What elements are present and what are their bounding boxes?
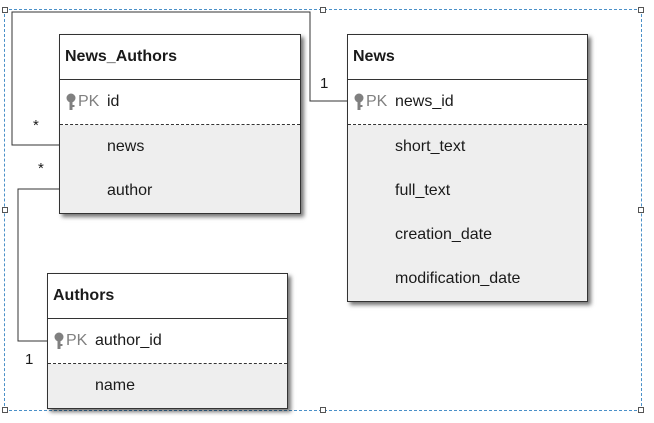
pk-label: PK bbox=[366, 93, 388, 110]
multiplicity-label: 1 bbox=[25, 351, 34, 368]
field-list: news author bbox=[60, 125, 300, 213]
field-row[interactable]: modification_date bbox=[395, 270, 521, 287]
primary-key-row[interactable]: PK id bbox=[60, 80, 300, 125]
field-row[interactable]: creation_date bbox=[395, 226, 492, 243]
table-title[interactable]: News bbox=[348, 35, 587, 80]
primary-key-row[interactable]: PK author_id bbox=[48, 319, 287, 364]
resize-handle-top-left[interactable] bbox=[2, 7, 8, 13]
resize-handle-right[interactable] bbox=[638, 207, 644, 213]
field-row[interactable]: news bbox=[107, 138, 145, 155]
field-row[interactable]: author bbox=[107, 182, 153, 199]
pk-label: PK bbox=[78, 93, 100, 110]
resize-handle-bottom-left[interactable] bbox=[2, 407, 8, 413]
key-icon bbox=[66, 93, 76, 110]
pk-field-name: author_id bbox=[95, 332, 162, 349]
key-icon bbox=[354, 93, 364, 110]
resize-handle-bottom[interactable] bbox=[320, 407, 326, 413]
relationship-line-author bbox=[17, 188, 60, 342]
field-list: name bbox=[48, 364, 287, 408]
field-row[interactable]: full_text bbox=[395, 182, 451, 199]
resize-handle-top[interactable] bbox=[320, 7, 326, 13]
table-authors[interactable]: Authors PK author_id name bbox=[47, 273, 288, 409]
table-title[interactable]: Authors bbox=[48, 274, 287, 319]
table-title[interactable]: News_Authors bbox=[60, 35, 300, 80]
relationship-line-news bbox=[11, 11, 347, 146]
field-row[interactable]: short_text bbox=[395, 138, 466, 155]
resize-handle-top-right[interactable] bbox=[638, 7, 644, 13]
resize-handle-bottom-right[interactable] bbox=[638, 407, 644, 413]
table-news[interactable]: News PK news_id short_text full_text cre… bbox=[347, 34, 588, 302]
key-icon bbox=[54, 332, 64, 349]
pk-label: PK bbox=[66, 332, 88, 349]
field-list: short_text full_text creation_date modif… bbox=[348, 125, 587, 301]
resize-handle-left[interactable] bbox=[2, 207, 8, 213]
pk-field-name: id bbox=[107, 93, 120, 110]
multiplicity-label: * bbox=[38, 160, 44, 177]
pk-field-name: news_id bbox=[395, 93, 454, 110]
field-row[interactable]: name bbox=[95, 377, 136, 394]
primary-key-row[interactable]: PK news_id bbox=[348, 80, 587, 125]
multiplicity-label: * bbox=[33, 117, 39, 134]
multiplicity-label: 1 bbox=[320, 75, 329, 92]
table-news-authors[interactable]: News_Authors PK id news author bbox=[59, 34, 301, 214]
